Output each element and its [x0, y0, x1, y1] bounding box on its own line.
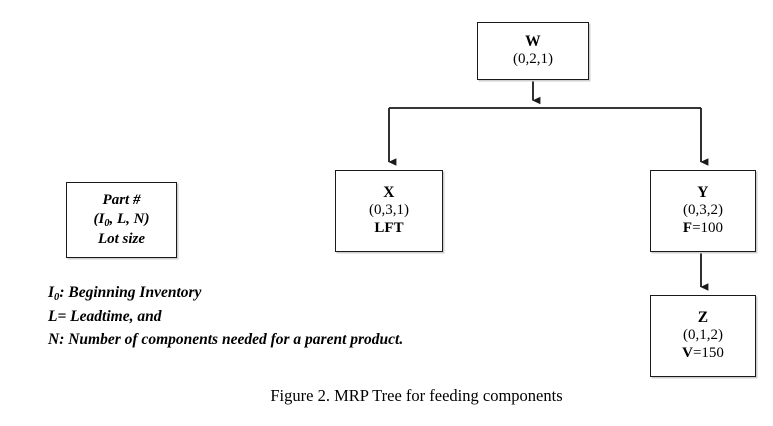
legend-note-n-prefix: N — [48, 331, 60, 349]
node-x[interactable]: X (0,3,1) LFT — [335, 170, 443, 252]
node-w-triple: (0,2,1) — [513, 51, 553, 68]
legend-note-i0-prefix: I — [48, 284, 55, 301]
node-y-triple: (0,3,2) — [683, 202, 723, 219]
legend-key-triple-subscript: 0 — [104, 218, 110, 230]
legend-note-l: L= Leadtime, and — [48, 305, 568, 329]
node-y[interactable]: Y (0,3,2) F=100 — [650, 170, 756, 252]
node-z-extra-value: =150 — [692, 345, 724, 362]
node-x-code: X — [383, 184, 395, 202]
legend-key-line-part: Part # — [102, 192, 141, 209]
node-y-extra-label: F — [682, 220, 693, 237]
legend-note-l-prefix: L — [48, 307, 58, 325]
legend-note-i0: I0: Beginning Inventory — [48, 281, 568, 305]
node-w-code: W — [525, 33, 541, 51]
legend-key-box: Part # (I0, L, N) Lot size — [66, 182, 177, 258]
legend-note-n: N: Number of components needed for a par… — [48, 328, 568, 352]
legend-note-n-suffix: : Number of components needed for a pare… — [59, 331, 404, 349]
node-z[interactable]: Z (0,1,2) V=150 — [650, 295, 756, 377]
figure-caption: Figure 2. MRP Tree for feeding component… — [270, 386, 563, 405]
legend-note-i0-suffix: : Beginning Inventory — [59, 284, 202, 301]
node-z-extra: V=150 — [682, 345, 724, 363]
node-x-extra-label: LFT — [374, 220, 404, 237]
node-z-code: Z — [697, 309, 709, 327]
node-y-extra-value: =100 — [692, 220, 724, 237]
legend-notes: I0: Beginning Inventory L= Leadtime, and… — [48, 281, 568, 352]
node-z-extra-label: V — [682, 345, 693, 362]
legend-key-triple-suffix: , L, N) — [109, 211, 150, 228]
node-z-triple: (0,1,2) — [683, 327, 723, 344]
node-x-triple: (0,3,1) — [369, 202, 409, 219]
node-w[interactable]: W (0,2,1) — [477, 22, 589, 80]
legend-key-line-triple: (I0, L, N) — [94, 210, 150, 229]
legend-note-i0-subscript: 0 — [54, 291, 60, 303]
legend-note-l-suffix: = Leadtime, and — [57, 307, 162, 325]
node-y-code: Y — [697, 184, 709, 202]
node-x-extra: LFT — [374, 220, 403, 238]
legend-key-triple-prefix: (I — [93, 211, 105, 228]
legend-key-line-lotsize: Lot size — [97, 230, 146, 247]
node-y-extra: F=100 — [683, 220, 723, 238]
